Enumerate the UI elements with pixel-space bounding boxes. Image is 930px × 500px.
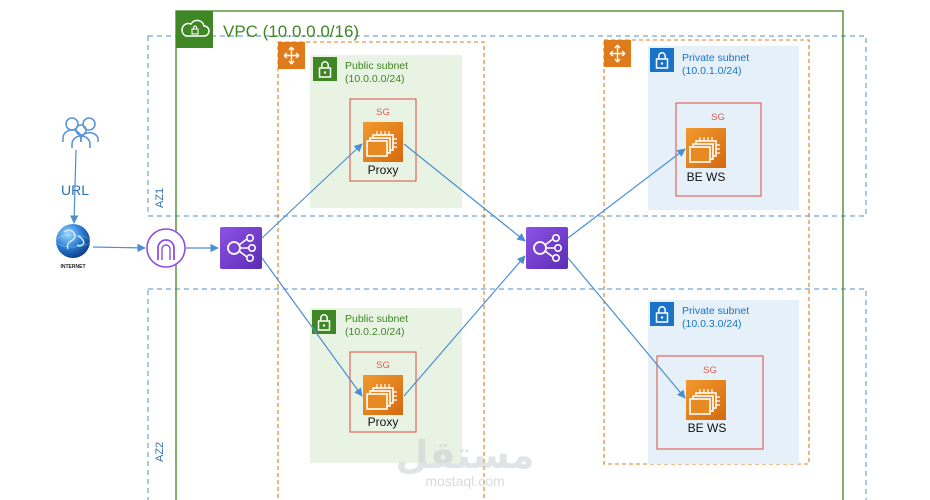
- nacl-private-icon: [603, 39, 632, 68]
- proxy-2-label: Proxy: [368, 415, 399, 429]
- backend-2-label: BE WS: [688, 421, 727, 435]
- public-subnet-2-cidr: (10.0.2.0/24): [345, 326, 405, 338]
- sg-proxy-2-label: SG: [376, 360, 390, 371]
- private-subnet-2-title: Private subnet: [682, 305, 749, 317]
- sg-backend-1-label: SG: [711, 112, 725, 123]
- public-subnet-1-cidr: (10.0.0.0/24): [345, 73, 405, 85]
- sg-proxy-1: [349, 98, 417, 182]
- watermark-domain: mostaql.com: [425, 473, 504, 489]
- arrow-ilb-to-backend-1: [567, 148, 686, 239]
- arrow-proxy-2-to-ilb: [403, 255, 526, 397]
- sg-backend-2: [656, 355, 764, 450]
- internet-label: INTERNET: [61, 264, 86, 270]
- public-subnet-2-title: Public subnet: [345, 313, 408, 325]
- private-subnet-2: Private subnet (10.0.3.0/24) SG BE WS: [648, 300, 799, 464]
- vpc-cloud-icon: [176, 11, 213, 48]
- arrow-internet-to-igw: [92, 243, 146, 253]
- sg-backend-2-label: SG: [703, 365, 717, 376]
- arrow-ilb-to-backend-2: [567, 257, 686, 399]
- backend-1-ec2-icon: [685, 127, 727, 169]
- public-subnet-1: Public subnet (10.0.0.0/24) SG Proxy: [310, 55, 462, 208]
- arrow-users-to-internet: [70, 149, 79, 224]
- watermark: مستقل mostaql.com: [396, 435, 535, 489]
- vpc-title: VPC (10.0.0.0/16): [223, 22, 359, 41]
- public-subnet-1-lock-icon: [312, 56, 338, 82]
- internal-load-balancer-icon: [525, 226, 569, 270]
- internet-globe-icon: [55, 224, 91, 258]
- arrow-proxy-1-to-ilb: [403, 143, 526, 242]
- internet-gateway-icon: [146, 228, 186, 268]
- watermark-arabic: مستقل: [396, 435, 535, 477]
- sg-backend-1: [675, 102, 762, 197]
- public-subnet-2: Public subnet (10.0.2.0/24) SG Proxy: [310, 308, 462, 463]
- private-subnet-1-lock-icon: [649, 47, 675, 73]
- az1-label: AZ1: [154, 188, 166, 208]
- private-subnet-2-cidr: (10.0.3.0/24): [682, 318, 742, 330]
- private-subnet-1-cidr: (10.0.1.0/24): [682, 65, 742, 77]
- private-subnet-2-lock-icon: [649, 301, 675, 327]
- proxy-2-ec2-icon: [362, 374, 404, 416]
- public-load-balancer-icon: [219, 226, 263, 270]
- public-subnet-2-lock-icon: [311, 309, 337, 335]
- backend-1-label: BE WS: [687, 170, 726, 184]
- sg-proxy-2: [349, 351, 417, 433]
- proxy-1-ec2-icon: [362, 121, 404, 163]
- availability-zone-2: AZ2: [147, 288, 867, 500]
- availability-zone-1: AZ1: [147, 35, 867, 217]
- backend-2-ec2-icon: [685, 379, 727, 421]
- arrow-elb-to-proxy-1: [261, 143, 363, 239]
- nacl-public: [277, 41, 485, 500]
- proxy-1-label: Proxy: [368, 163, 399, 177]
- vpc-container: VPC (10.0.0.0/16): [175, 10, 844, 500]
- connectors: [70, 143, 686, 399]
- users-icon: [62, 117, 99, 148]
- sg-proxy-1-label: SG: [376, 107, 390, 118]
- arrow-elb-to-proxy-2: [261, 257, 363, 397]
- private-subnet-1-title: Private subnet: [682, 52, 749, 64]
- az2-label: AZ2: [154, 442, 166, 462]
- nacl-public-icon: [277, 41, 306, 70]
- public-subnet-1-title: Public subnet: [345, 60, 408, 72]
- private-subnet-1: Private subnet (10.0.1.0/24) SG BE WS: [648, 46, 799, 210]
